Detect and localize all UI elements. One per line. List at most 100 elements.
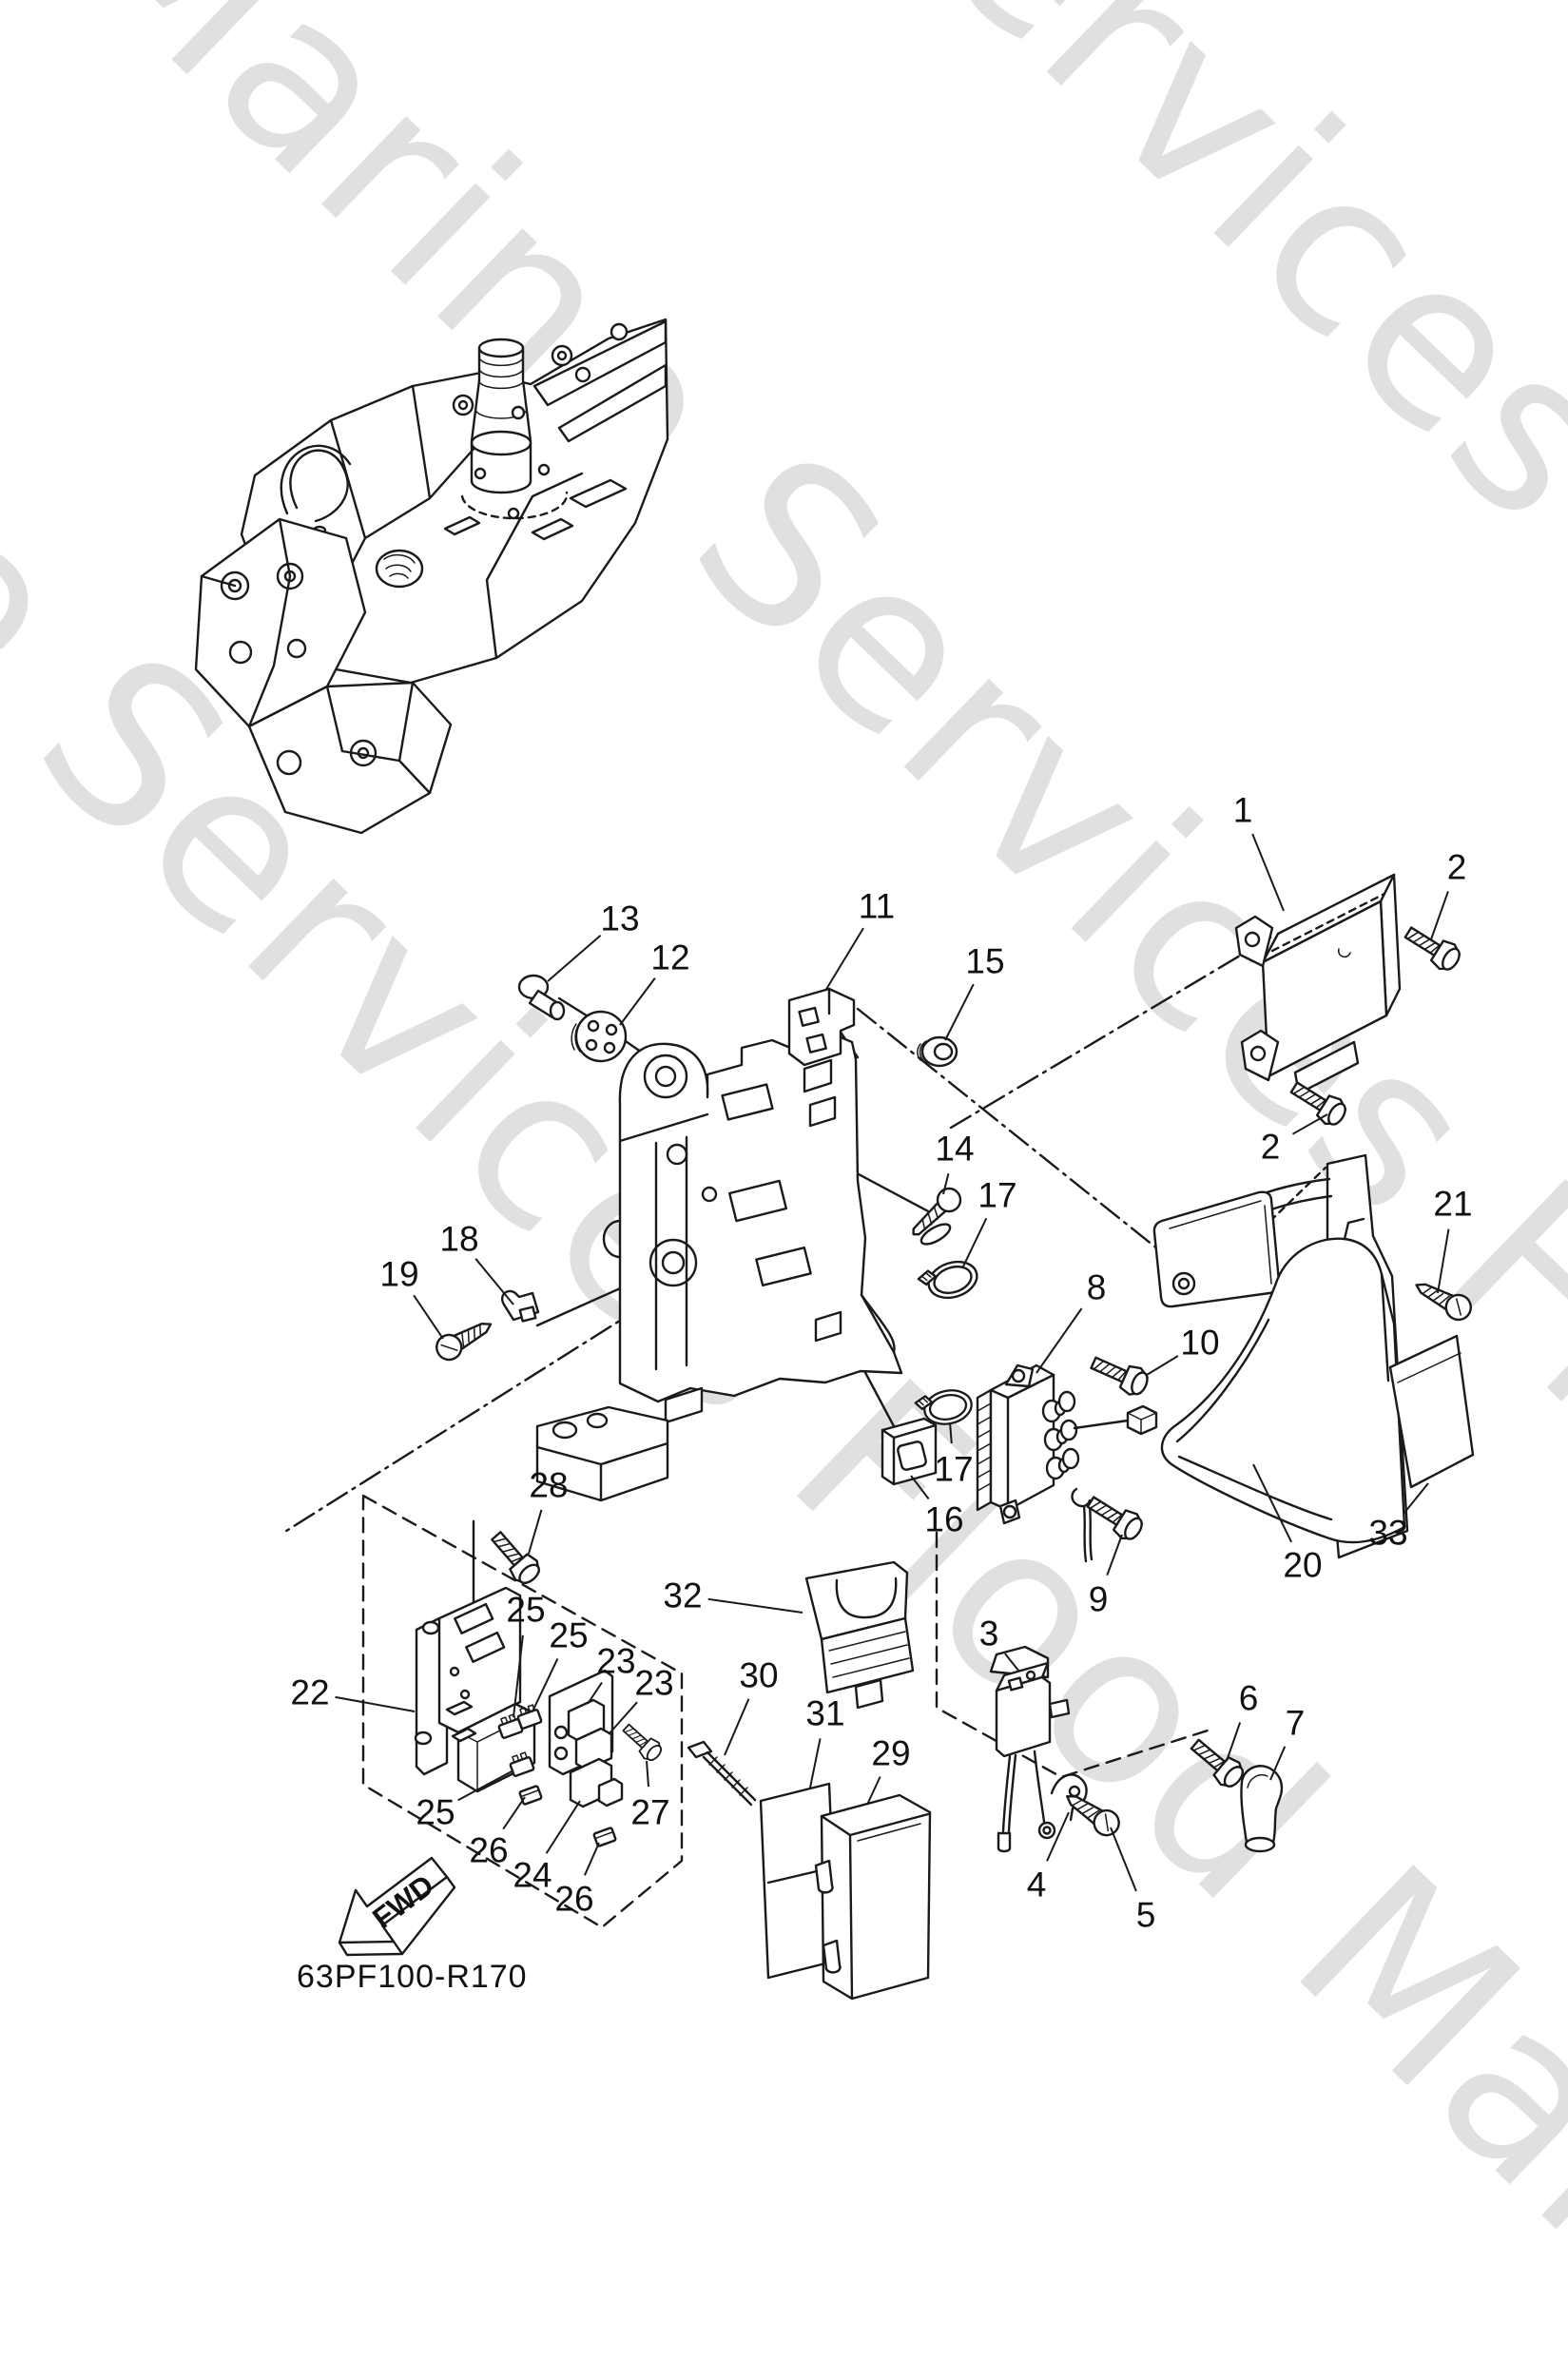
callout-16-16: 16 bbox=[924, 1500, 963, 1539]
bracket-illustration bbox=[535, 1029, 903, 1502]
part-pin-13 bbox=[517, 974, 566, 1021]
callout-22-23: 22 bbox=[290, 1673, 329, 1712]
callout-20-21: 20 bbox=[1283, 1546, 1322, 1585]
callout-17-17: 17 bbox=[978, 1176, 1016, 1215]
part-cover-26b bbox=[592, 1826, 617, 1848]
callout-26-31: 26 bbox=[554, 1880, 593, 1919]
part-screw-27 bbox=[617, 1718, 667, 1766]
callout-4-leader-4 bbox=[1046, 1811, 1070, 1862]
part-spring-30 bbox=[687, 1740, 757, 1807]
callout-13-13: 13 bbox=[600, 899, 639, 938]
fusebox-detail-boundary bbox=[361, 1494, 684, 1929]
callout-12-12: 12 bbox=[650, 938, 689, 977]
callout-31-leader-36 bbox=[809, 1738, 822, 1789]
callout-19-leader-20 bbox=[413, 1294, 444, 1340]
callout-2-leader-1 bbox=[1430, 891, 1449, 940]
callout-17-18: 17 bbox=[934, 1450, 973, 1489]
callout-18-19: 18 bbox=[439, 1220, 478, 1259]
part-grommet-12 bbox=[571, 1010, 628, 1063]
callout-2-2: 2 bbox=[1261, 1128, 1281, 1167]
callout-23-24: 23 bbox=[596, 1642, 635, 1681]
part-links-23 bbox=[548, 1669, 614, 1776]
callout-29-leader-34 bbox=[866, 1776, 881, 1806]
callout-24-26: 24 bbox=[513, 1856, 552, 1895]
callout-17-leader-17 bbox=[961, 1217, 988, 1269]
part-grommet-15 bbox=[917, 1035, 958, 1068]
callout-28-33: 28 bbox=[529, 1466, 568, 1505]
callout-19-20: 19 bbox=[379, 1255, 418, 1294]
callout-14-14: 14 bbox=[935, 1130, 974, 1169]
callout-5-5: 5 bbox=[1136, 1896, 1156, 1935]
callout-1-leader-0 bbox=[1251, 833, 1285, 912]
callout-14-leader-14 bbox=[942, 1172, 950, 1195]
callout-21-22: 21 bbox=[1433, 1185, 1472, 1224]
callout-27-32: 27 bbox=[630, 1793, 669, 1832]
callout-7-7: 7 bbox=[1286, 1704, 1306, 1743]
callout-23-leader-24 bbox=[587, 1681, 603, 1705]
callout-9-9: 9 bbox=[1089, 1580, 1109, 1619]
part-rectifier-8 bbox=[976, 1363, 1158, 1563]
callout-15-15: 15 bbox=[965, 942, 1004, 981]
drawing-code: 63PF100-R170 bbox=[297, 1959, 528, 1995]
part-bolt-28 bbox=[484, 1525, 546, 1590]
callout-layer: 1223456789101112131415161717181920212223… bbox=[290, 791, 1472, 1935]
fwd-arrow: FWD bbox=[338, 1856, 456, 1957]
part-screw-19 bbox=[431, 1312, 498, 1365]
callout-3-3: 3 bbox=[979, 1615, 999, 1653]
part-cover-20 bbox=[1152, 1153, 1475, 1559]
callout-6-leader-6 bbox=[1226, 1722, 1242, 1762]
callout-25-leader-28 bbox=[532, 1657, 559, 1712]
part-clamp-17a bbox=[917, 1260, 978, 1300]
callout-18-leader-19 bbox=[474, 1258, 514, 1305]
part-starter-relay-3 bbox=[989, 1645, 1071, 1853]
callout-8-leader-8 bbox=[1036, 1307, 1083, 1374]
callout-32-leader-37 bbox=[707, 1597, 803, 1614]
callout-13-leader-13 bbox=[547, 934, 602, 982]
callout-33-leader-38 bbox=[1403, 1482, 1429, 1514]
callout-30-leader-35 bbox=[724, 1698, 750, 1756]
callout-32-37: 32 bbox=[663, 1576, 702, 1615]
part-relay-16 bbox=[881, 1417, 938, 1486]
part-clamp-18 bbox=[501, 1289, 540, 1323]
part-box-29 bbox=[814, 1793, 932, 2001]
callout-15-leader-15 bbox=[944, 983, 975, 1041]
callout-10-leader-10 bbox=[1146, 1355, 1179, 1376]
part-link-24 bbox=[569, 1757, 624, 1808]
callout-29-34: 29 bbox=[871, 1734, 910, 1773]
part-clamp-17b bbox=[914, 1389, 973, 1425]
callout-25-29: 25 bbox=[416, 1793, 455, 1832]
callout-2-leader-2 bbox=[1291, 1113, 1328, 1135]
callout-30-35: 30 bbox=[739, 1656, 778, 1695]
callout-20-leader-21 bbox=[1252, 1463, 1293, 1543]
part-bolt-2a bbox=[1399, 918, 1466, 976]
callout-12-leader-12 bbox=[619, 977, 656, 1026]
callout-9-leader-9 bbox=[1106, 1534, 1123, 1576]
callout-25-28: 25 bbox=[549, 1616, 588, 1655]
callout-10-10: 10 bbox=[1180, 1324, 1219, 1363]
callout-17-leader-18 bbox=[949, 1421, 953, 1444]
callout-24-leader-26 bbox=[545, 1800, 581, 1854]
callout-25-leader-29 bbox=[457, 1769, 514, 1802]
part-screw-14 bbox=[912, 1187, 962, 1246]
callout-5-leader-5 bbox=[1110, 1827, 1137, 1892]
part-ecu-1 bbox=[1234, 873, 1402, 1095]
callout-26-leader-31 bbox=[583, 1842, 600, 1876]
engine-illustration bbox=[194, 318, 669, 835]
callout-28-leader-33 bbox=[528, 1509, 543, 1555]
callout-2-1: 2 bbox=[1447, 848, 1467, 887]
callout-8-8: 8 bbox=[1087, 1268, 1107, 1307]
part-sheet-33 bbox=[1388, 1334, 1475, 1489]
callout-31-36: 31 bbox=[805, 1694, 844, 1733]
callout-22-leader-23 bbox=[335, 1695, 416, 1712]
callout-26-30: 26 bbox=[469, 1831, 508, 1870]
part-bracket-11 bbox=[787, 987, 856, 1067]
callout-4-4: 4 bbox=[1027, 1866, 1047, 1905]
part-boot-7 bbox=[1240, 1765, 1284, 1853]
callout-11-11: 11 bbox=[859, 887, 895, 926]
callout-7-leader-7 bbox=[1269, 1746, 1287, 1781]
callout-25-leader-27 bbox=[513, 1634, 524, 1718]
callout-23-leader-25 bbox=[608, 1701, 638, 1735]
callout-33-38: 33 bbox=[1368, 1514, 1407, 1553]
callout-21-leader-22 bbox=[1437, 1228, 1450, 1294]
